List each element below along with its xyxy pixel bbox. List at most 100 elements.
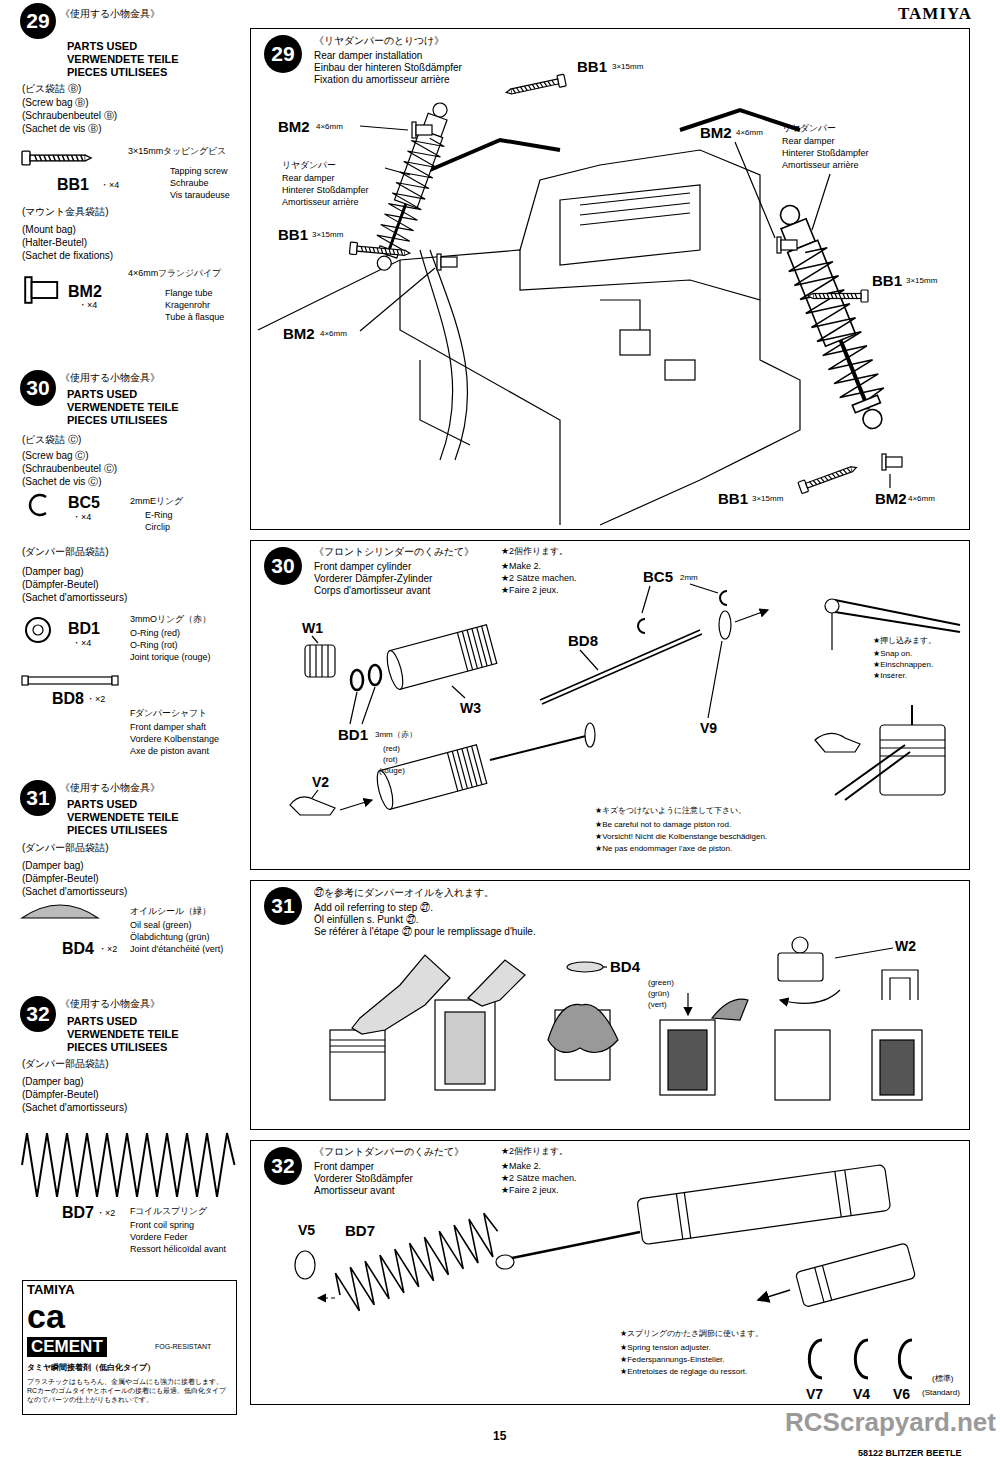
step-number: 31 (264, 887, 302, 925)
drawing-part (560, 185, 700, 265)
note-text: Joint d'étanchéité (vert) (130, 944, 223, 954)
damper-drawing (295, 1164, 916, 1378)
drawing-part (665, 360, 695, 380)
note-text: ★Federspannungs-Einsteller. (620, 1355, 725, 1364)
note-text: 15 (493, 1430, 506, 1444)
drawing-part (719, 611, 731, 639)
note-text: Oil seal (green) (130, 920, 192, 930)
drawing-part (22, 676, 28, 685)
note-text: Fコイルスプリング (130, 1206, 208, 1216)
note-text: リヤダンパー (782, 123, 836, 133)
node-text: ★Faire 2 jeux. (501, 1185, 559, 1195)
note-text: Fダンパーシャフト (130, 708, 208, 718)
step-panel: ㉗を参考にダンパーオイルを入れます。Add oil referring to s… (250, 880, 970, 1130)
note-text: 2mmEリング (130, 496, 183, 506)
node-text: Fixation du amortisseur arrière (314, 74, 450, 86)
node-text: Front damper (314, 1161, 374, 1173)
note-text: O-Ring (red) (130, 628, 180, 638)
note-text: (標準) (932, 1374, 953, 1383)
node-text: CEMENT (27, 1337, 107, 1357)
oil-drawing (330, 937, 922, 1100)
drawing-part (445, 1012, 485, 1084)
drawing-part (567, 962, 603, 972)
note-text: Hinterer Stoßdämpfer (282, 185, 369, 195)
drawing-part (637, 1164, 891, 1244)
part-label: BD7 (62, 1204, 94, 1222)
drawing-part (512, 1232, 640, 1258)
note-text: ★Insérer. (873, 671, 907, 680)
note-text: (ダンパー部品袋詰) (22, 546, 109, 558)
drawing-part (660, 1020, 715, 1095)
drawing-part (330, 1040, 385, 1052)
drawing-part (798, 462, 858, 494)
step-number: 32 (264, 1147, 302, 1185)
note-text: (ダンパー部品袋詰) (22, 1058, 109, 1070)
drawing-part (25, 277, 57, 303)
note-text: (Mount bag) (22, 224, 76, 236)
note-text: (rouge) (379, 766, 405, 775)
drawing-part (330, 1030, 385, 1100)
part-label: V2 (312, 774, 329, 790)
node-text: Corps d'amortisseur avant (314, 585, 430, 597)
note-text: VERWENDETE TEILE (67, 811, 179, 824)
node-text: Vorderer Stoßdämpfer (314, 1173, 413, 1185)
note-text: Ölabdichtung (grün) (130, 932, 210, 942)
part-label: BB1 (278, 226, 308, 243)
drawing-part (808, 290, 868, 302)
note-text: Front damper shaft (130, 722, 206, 732)
step-number: 30 (264, 547, 302, 585)
note-text: (Dämpfer-Beutel) (22, 873, 99, 885)
part-label: BC5 (643, 568, 673, 585)
note-text: ・×4 (100, 180, 119, 190)
note-text: PARTS USED (67, 388, 137, 401)
note-text: リヤダンパー (282, 160, 336, 170)
part-label: BB1 (577, 58, 607, 75)
node-text: Se référer à l'étape ㉗ pour le remplissa… (314, 926, 536, 938)
note-text: Tube à flasque (165, 312, 224, 322)
note-text: (ダンパー部品袋詰) (22, 842, 109, 854)
drawing-part (795, 1243, 915, 1308)
drawing-part (28, 677, 112, 684)
drawing-part (775, 1030, 830, 1100)
drawing-part (880, 740, 945, 756)
note-text: PARTS USED (67, 798, 137, 811)
node-text: 《フロントダンパーのくみたて》 (314, 1146, 464, 1158)
cylinder-drawing (290, 584, 960, 815)
note-text: (Sachet d'amortisseurs) (22, 592, 127, 604)
note-text: Amortisseur arrière (782, 160, 859, 170)
drawing-part (825, 599, 839, 613)
note-text: (Sachet de vis Ⓑ) (22, 123, 101, 135)
node-text: 《リヤダンパーのとりつけ》 (314, 35, 444, 47)
node-text: ★Faire 2 jeux. (501, 585, 559, 595)
drawing-part (22, 1133, 235, 1197)
part-label: V5 (298, 1222, 315, 1238)
drawing-part (638, 619, 645, 633)
drawing-part (305, 645, 335, 677)
note-text: 2mm (680, 573, 698, 582)
step-number: 29 (264, 35, 302, 73)
drawing-part (815, 1265, 832, 1302)
note-text: Flange tube (165, 288, 213, 298)
part-label: BD8 (52, 690, 84, 708)
drawing-part (490, 735, 590, 760)
part-label: BM2 (68, 283, 102, 301)
part-label: BM2 (278, 118, 310, 135)
note-text: 《使用する小物金具》 (60, 782, 160, 794)
note-text: ★Ne pas endommager l'axe de piston. (595, 844, 732, 853)
note-text: Joint torique (rouge) (130, 652, 211, 662)
note-text: 4×6mm (908, 494, 935, 503)
part-label: W1 (302, 620, 323, 636)
note-text: Vordere Feder (130, 1232, 188, 1242)
part-label: W3 (460, 700, 481, 716)
part-label: BM2 (283, 325, 315, 342)
note-text: Kragenrohr (165, 300, 210, 310)
drawing-part (33, 625, 43, 635)
step-panel: 《フロントダンパーのくみたて》★2個作ります。Front damperVorde… (250, 1140, 970, 1405)
cement-ad-box: TAMIYAcaCEMENTFOG-RESISTANTタミヤ瞬間接着剤（低白化タ… (22, 1280, 237, 1415)
note-text: PARTS USED (67, 40, 137, 53)
note-text: PARTS USED (67, 1015, 137, 1028)
note-text: ★Einschnappen. (873, 660, 933, 669)
node-text: ★2 Sätze machen. (501, 573, 577, 583)
drawing-part (349, 242, 410, 259)
step-number: 32 (20, 996, 56, 1032)
